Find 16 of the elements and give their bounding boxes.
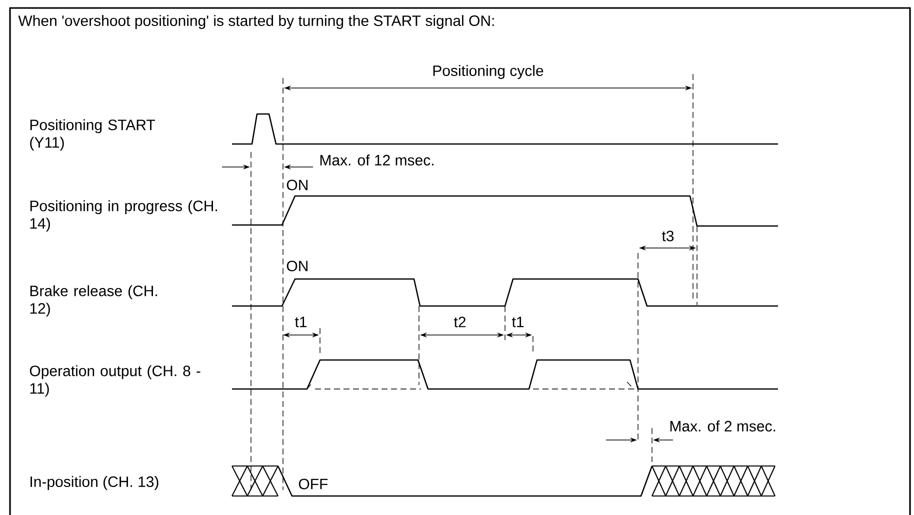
state-label: OFF	[298, 478, 328, 490]
dimension-label: Positioning cycle	[433, 65, 544, 79]
time-label: t2	[454, 316, 466, 328]
time-label: t3	[662, 230, 674, 242]
dimension-label: Max. of 2 msec.	[670, 420, 776, 432]
signal-label: Brake release (CH. 12)	[30, 285, 157, 317]
signal-label: Positioning in progress (CH. 14)	[30, 200, 218, 232]
time-label: t1	[512, 316, 524, 328]
state-label: ON	[286, 180, 308, 190]
time-label: t1	[294, 316, 307, 328]
signal-label: In-position (CH. 13)	[30, 476, 158, 490]
title: When 'overshoot positioning' is started by turning the START signal ON:	[18, 15, 494, 29]
dimension-label: Max. of 12 msec.	[320, 154, 434, 166]
signal-label: Operation output (CH. 8 - 11)	[30, 365, 200, 397]
state-label: ON	[286, 260, 308, 272]
signal-label: Positioning START (Y11)	[30, 119, 156, 151]
